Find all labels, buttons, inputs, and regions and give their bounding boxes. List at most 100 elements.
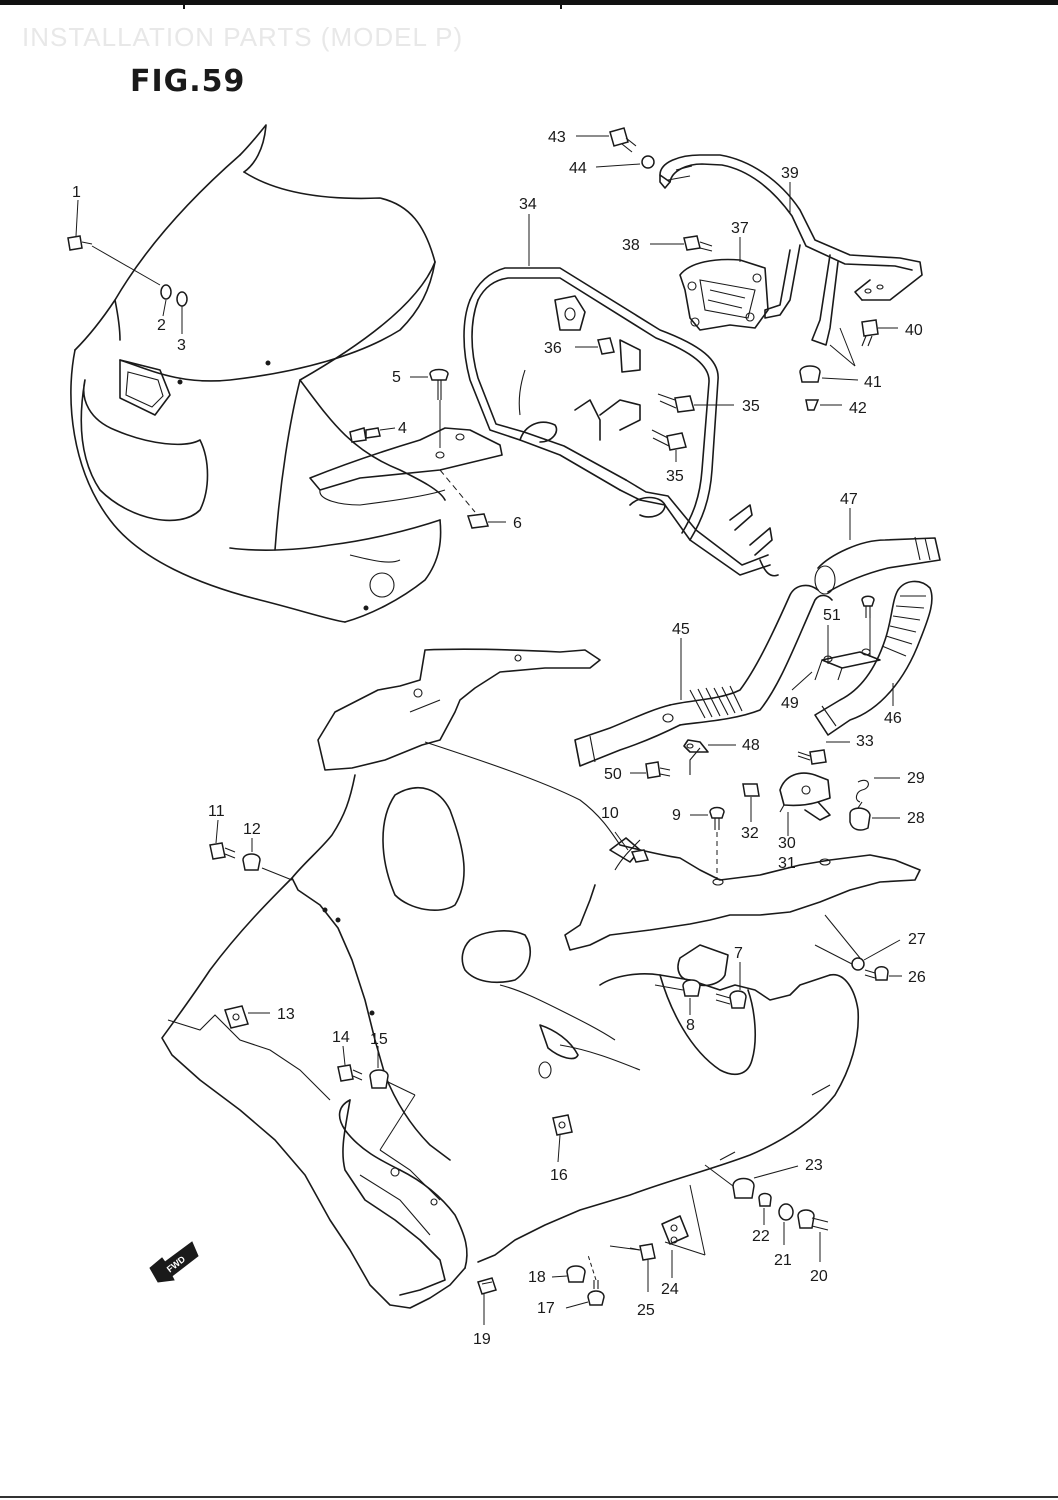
upper-cowling-part: [70, 124, 446, 623]
callout-22: 22: [752, 1228, 770, 1245]
bolt-50-icon: [645, 761, 671, 779]
callout-26: 26: [908, 969, 926, 986]
callout-17: 17: [537, 1300, 555, 1317]
callout-38: 38: [622, 237, 640, 254]
grommet-41-icon: [799, 365, 821, 383]
callout-15: 15: [370, 1031, 388, 1048]
bracket-24-part: [661, 1215, 689, 1245]
callout-23: 23: [805, 1157, 823, 1174]
callout-48: 48: [742, 737, 760, 754]
callout-25: 25: [637, 1302, 655, 1319]
bolt-38-icon: [683, 235, 713, 252]
bolt-7-icon: [715, 990, 747, 1009]
nut-6-icon: [466, 513, 490, 529]
callout-16: 16: [550, 1167, 568, 1184]
air-duct-left-part: [574, 584, 833, 767]
washer-44-icon: [641, 155, 655, 169]
nut-15-icon: [369, 1069, 389, 1089]
screw-5-icon: [429, 368, 449, 400]
air-duct-right-part: [814, 580, 933, 736]
top-border-tick: [183, 0, 185, 9]
callout-44: 44: [569, 160, 587, 177]
callout-29: 29: [907, 770, 925, 787]
screw-9-icon: [709, 806, 725, 830]
callout-4: 4: [398, 420, 407, 437]
washer-21-icon: [778, 1203, 794, 1221]
clip-10-icon: [630, 849, 650, 863]
top-border: [0, 0, 1058, 5]
callout-30: 30: [778, 835, 796, 852]
screw-17-icon: [587, 1280, 605, 1306]
nut-18-icon: [566, 1265, 586, 1283]
bolt-20-icon: [797, 1209, 829, 1231]
nut-36-icon: [597, 337, 615, 355]
callout-5: 5: [392, 369, 401, 386]
bolt-40-icon: [861, 319, 879, 347]
callout-37: 37: [731, 220, 749, 237]
clip-29-icon: [855, 779, 869, 803]
callout-42: 42: [849, 400, 867, 417]
callout-7: 7: [734, 945, 743, 962]
bolt-43-icon: [609, 127, 637, 153]
callout-12: 12: [243, 821, 261, 838]
screw-1-icon: [67, 235, 93, 251]
figure-title: FIG.59: [130, 64, 246, 99]
clip-13-icon: [224, 1005, 249, 1029]
callout-6: 6: [513, 515, 522, 532]
section-watermark: INSTALLATION PARTS (MODEL P): [22, 22, 464, 52]
callout-33: 33: [856, 733, 874, 750]
callout-10: 10: [601, 805, 619, 822]
fwd-arrow-icon: [149, 1241, 199, 1283]
nut-12-icon: [242, 853, 261, 871]
callout-46: 46: [884, 710, 902, 727]
callout-2: 2: [157, 317, 166, 334]
bolt-35-upper-icon: [657, 393, 695, 413]
air-intake-47-part: [814, 536, 941, 595]
callout-40: 40: [905, 322, 923, 339]
bottom-border: [0, 1496, 1058, 1498]
callout-18: 18: [528, 1269, 546, 1286]
duct-bracket-48-part: [683, 739, 709, 775]
callout-35-upper: 35: [742, 398, 760, 415]
bolt-14-icon: [337, 1064, 363, 1082]
callout-11: 11: [208, 803, 225, 820]
bolt-4-icon: [349, 427, 381, 443]
callout-31: 31: [778, 855, 796, 872]
callout-21: 21: [774, 1252, 792, 1269]
callout-45: 45: [672, 621, 690, 638]
callout-36: 36: [544, 340, 562, 357]
fwd-label: FWD: [165, 1254, 188, 1275]
callout-20: 20: [810, 1268, 828, 1285]
callout-3: 3: [177, 337, 186, 354]
lower-front-chin-part: [342, 1099, 446, 1296]
callout-32: 32: [741, 825, 759, 842]
callout-19: 19: [473, 1331, 491, 1348]
inner-cowling-panel-part: [317, 648, 621, 846]
callout-49: 49: [781, 695, 799, 712]
nut-23-icon: [732, 1177, 755, 1199]
callout-1: 1: [72, 184, 81, 201]
callout-24: 24: [661, 1281, 679, 1298]
callout-9: 9: [672, 807, 681, 824]
clip-16-icon: [552, 1114, 573, 1136]
bolt-33-icon: [797, 749, 827, 765]
bolt-11-icon: [209, 842, 236, 860]
collar-22-icon: [758, 1192, 772, 1207]
callout-41: 41: [864, 374, 882, 391]
callout-28: 28: [907, 810, 925, 827]
bolt-26-icon: [864, 966, 889, 981]
callout-35-lower: 35: [666, 468, 684, 485]
screw-51-icon: [861, 595, 875, 618]
callout-47: 47: [840, 491, 858, 508]
callout-13: 13: [277, 1006, 295, 1023]
callout-14: 14: [332, 1029, 350, 1046]
callout-51: 51: [823, 607, 841, 624]
washer-2-icon: [160, 284, 172, 300]
bracket-30-part: [779, 772, 831, 821]
nut-8-icon: [682, 979, 701, 997]
top-border-tick: [560, 0, 562, 9]
mirror-stay-bracket-part: [659, 154, 923, 346]
cowling-bracket-part: [309, 427, 503, 506]
